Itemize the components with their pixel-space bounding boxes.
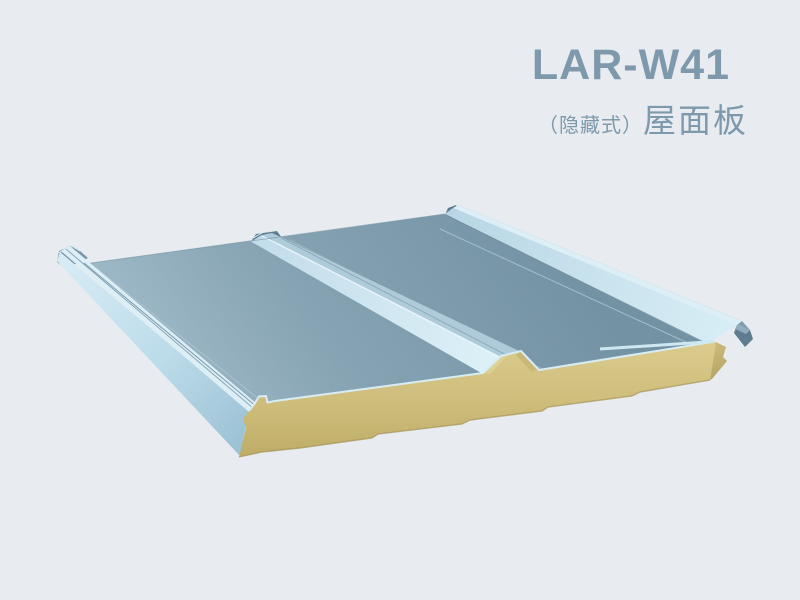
center-rib-cap-ridge — [252, 230, 275, 239]
right-seam-base-shadow-line — [445, 214, 709, 345]
right-seam-inner-slope — [445, 208, 737, 344]
left-pan — [84, 241, 483, 414]
right-seam-crest-top — [453, 205, 742, 325]
right-standing-seam — [445, 205, 753, 347]
left-pan-surface — [84, 241, 483, 410]
center-rib-right-base-line — [280, 237, 540, 373]
left-seam-inner-base-shadow — [83, 262, 264, 413]
right-seam-end-flap-top — [735, 325, 750, 334]
foam-right-face — [710, 342, 727, 380]
right-pan-surface — [281, 214, 707, 370]
product-subtitle-name: 屋面板 — [643, 102, 748, 139]
foam-core — [238, 342, 727, 458]
foam-rib-highlight — [483, 356, 507, 374]
metal-cut-edge-line — [248, 341, 713, 412]
metal-cut-edge-right-strip — [599, 340, 715, 351]
product-title-block: LAR-W41 （隐藏式）屋面板 — [532, 44, 748, 142]
left-standing-seam — [57, 246, 264, 456]
product-subtitle: （隐藏式）屋面板 — [532, 94, 748, 142]
left-seam-fascia — [57, 252, 249, 456]
center-rib-left-slope — [250, 235, 501, 374]
product-model-title: LAR-W41 — [531, 41, 730, 89]
center-rib-crest-highlight — [261, 235, 502, 359]
right-pan-groove-line-near-seam — [439, 228, 704, 351]
foam-rib-shade — [516, 351, 539, 371]
metal-cut-edge — [248, 340, 715, 412]
foam-front-face — [239, 342, 716, 457]
left-pan-groove-line — [95, 267, 277, 414]
left-seam-cap-groove — [65, 248, 254, 409]
panel-back-edge — [83, 213, 446, 265]
left-seam-cap — [61, 246, 257, 412]
product-subtitle-type: （隐藏式） — [538, 115, 643, 137]
foam-bottom-edge — [238, 379, 711, 458]
